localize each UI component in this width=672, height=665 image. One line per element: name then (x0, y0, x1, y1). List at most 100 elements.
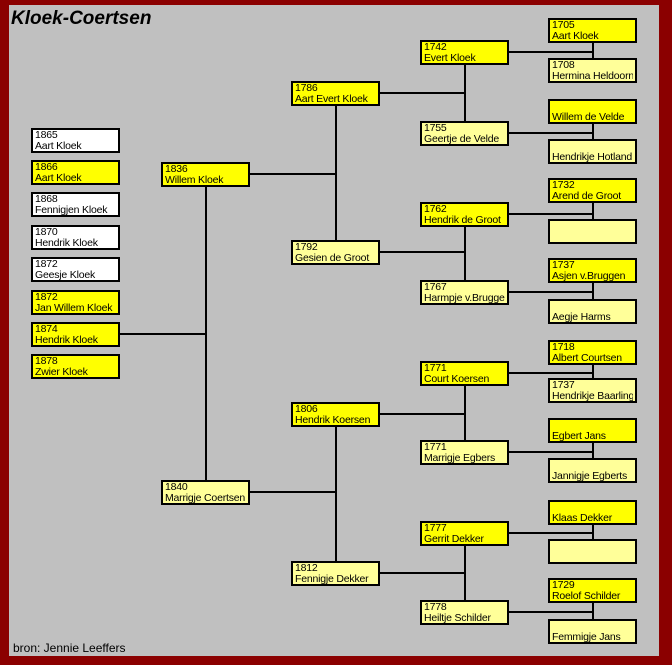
person-box-qej[interactable]: Egbert Jans (548, 418, 637, 443)
person-name: Klaas Dekker (552, 512, 613, 523)
connector-line-g1812-parents (380, 572, 466, 574)
person-birth-year: 1870 (35, 227, 58, 238)
person-name: Zwier Kloek (35, 366, 88, 377)
connector-line-g1792-parents (380, 251, 466, 253)
person-birth-year: 1874 (35, 324, 58, 335)
person-birth-year: 1866 (35, 162, 58, 173)
person-box-qah[interactable]: Aegje Harms (548, 299, 637, 324)
person-name: Harmpje v.Bruggen (424, 292, 505, 303)
person-birth-year: 1742 (424, 42, 447, 53)
connector-line-gg1755-parents (509, 132, 594, 134)
person-birth-year: 1708 (552, 60, 575, 71)
person-name: Hendrik Koersen (295, 414, 371, 425)
person-birth-year: 1737 (552, 380, 575, 391)
source-note: bron: Jennie Leeffers (13, 641, 126, 655)
person-name: Arend de Groot (552, 190, 621, 201)
person-name: Aegje Harms (552, 311, 611, 322)
person-birth-year: 1778 (424, 602, 447, 613)
person-name: Jan Willem Kloek (35, 302, 113, 313)
person-name: Fennigjen Kloek (35, 204, 108, 215)
person-birth-year (552, 301, 633, 312)
person-name: Marrigje Coertsen (165, 492, 246, 503)
person-name: Jannigje Egberts (552, 470, 628, 481)
person-name: Hendrikje Hotland (552, 151, 633, 162)
person-birth-year: 1732 (552, 180, 575, 191)
person-birth-year (552, 101, 633, 112)
person-birth-year: 1865 (35, 130, 58, 141)
connector-line-c1874-parents (120, 333, 207, 335)
person-birth-year: 1705 (552, 20, 575, 31)
person-name: Aart Evert Kloek (295, 93, 368, 104)
person-birth-year (552, 541, 633, 552)
person-birth-year: 1836 (165, 164, 188, 175)
connector-line-gg1762-gg1767 (464, 227, 466, 280)
connector-line-q1718-q1737b (592, 365, 594, 378)
person-box-qfj[interactable]: Femmigje Jans (548, 619, 637, 644)
person-birth-year: 1872 (35, 259, 58, 270)
chart-title: Kloek-Coertsen (11, 8, 152, 29)
person-box-qhh[interactable]: Hendrikje Hotland (548, 139, 637, 164)
person-name: Aart Kloek (552, 30, 599, 41)
person-name: Willem Kloek (165, 174, 224, 185)
connector-line-gg1762-parents (509, 213, 594, 215)
person-box-qje[interactable]: Jannigje Egberts (548, 458, 637, 483)
person-birth-year: 1872 (35, 292, 58, 303)
person-name: Fennigje Dekker (295, 573, 369, 584)
person-birth-year: 1762 (424, 204, 447, 215)
person-box-qe1[interactable] (548, 219, 637, 244)
person-box-qkd[interactable]: Klaas Dekker (548, 500, 637, 525)
person-name: Hermina Heldoorn (552, 70, 633, 81)
connector-line-q1705-q1708 (592, 43, 594, 58)
person-name: Hendrik de Groot (424, 214, 501, 225)
connector-line-qwv-qhh (592, 124, 594, 139)
connector-line-g1786-parents (380, 92, 466, 94)
connector-line-g1806-g1812 (335, 427, 337, 561)
connector-line-gg1771c-parents (509, 372, 594, 374)
person-name: Evert Kloek (424, 52, 476, 63)
person-birth-year (552, 141, 633, 152)
person-box-qe2[interactable] (548, 539, 637, 564)
person-name: Aart Kloek (35, 172, 82, 183)
person-birth-year: 1755 (424, 123, 447, 134)
person-birth-year: 1812 (295, 563, 318, 574)
person-birth-year: 1718 (552, 342, 575, 353)
person-birth-year (552, 460, 633, 471)
connector-line-p1836-parents (250, 173, 337, 175)
person-box-qwv[interactable]: Willem de Velde (548, 99, 637, 124)
person-name: Albert Courtsen (552, 352, 622, 363)
person-birth-year: 1878 (35, 356, 58, 367)
connector-line-gg1778-parents (509, 611, 594, 613)
person-birth-year (552, 221, 633, 232)
